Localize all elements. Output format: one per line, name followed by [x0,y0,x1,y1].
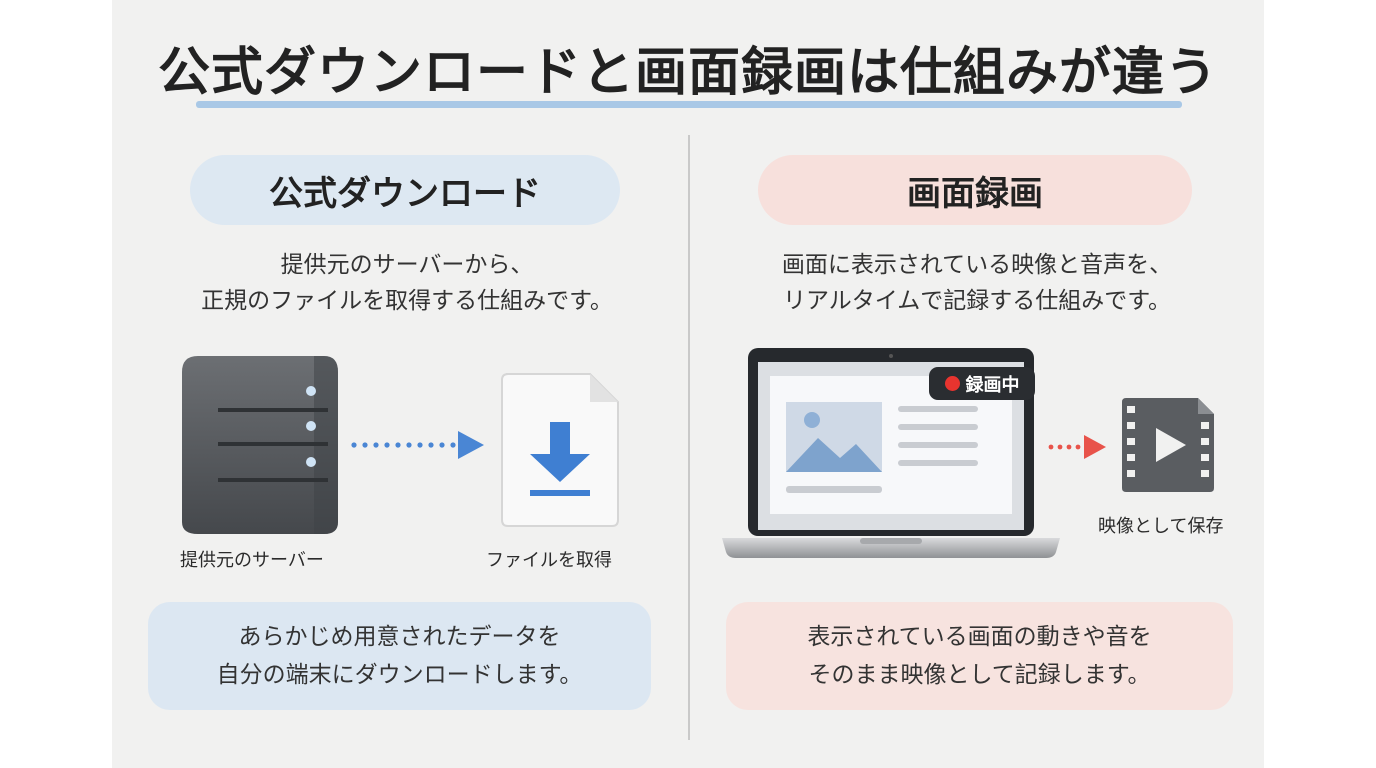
recording-description: 画面に表示されている映像と音声を、 リアルタイムで記録する仕組みです。 [732,247,1222,319]
video-file-icon [1122,398,1214,492]
download-file-icon [501,373,619,527]
recording-summary-line-1: 表示されている画面の動きや音を [807,624,1152,650]
download-summary-box: あらかじめ用意されたデータを 自分の端末にダウンロードします。 [148,602,651,710]
download-description-line-1: 提供元のサーバーから、 [280,252,534,278]
download-heading: 公式ダウンロード [269,173,541,214]
recording-dot-icon [944,376,960,391]
recording-heading: 画面録画 [907,173,1043,214]
recording-badge: 録画中 [929,367,1035,400]
recording-badge-label: 録画中 [965,374,1020,396]
download-summary-line-1: あらかじめ用意されたデータを [238,624,561,650]
download-heading-pill: 公式ダウンロード [190,155,620,225]
center-divider [688,135,690,740]
recording-description-line-2: リアルタイムで記録する仕組みです。 [782,288,1171,314]
page-title: 公式ダウンロードと画面録画は仕組みが違う [157,43,1218,103]
infographic-canvas: 公式ダウンロードと画面録画は仕組みが違う 公式ダウンロード 提供元のサーバーから… [112,0,1264,768]
download-description-line-2: 正規のファイルを取得する仕組みです。 [201,288,613,314]
file-caption: ファイルを取得 [486,550,612,571]
recording-summary-line-2: そのまま映像として記録します。 [808,662,1151,688]
title-underline [196,101,1182,108]
download-summary-line-2: 自分の端末にダウンロードします。 [216,662,583,688]
server-caption: 提供元のサーバー [180,550,324,571]
recording-summary-box: 表示されている画面の動きや音を そのまま映像として記録します。 [726,602,1233,710]
download-description: 提供元のサーバーから、 正規のファイルを取得する仕組みです。 [172,247,642,319]
video-caption: 映像として保存 [1098,516,1224,537]
recording-description-line-1: 画面に表示されている映像と音声を、 [781,252,1173,278]
recording-heading-pill: 画面録画 [758,155,1192,225]
dotted-arrow-icon [1048,435,1106,459]
dotted-arrow-icon [351,431,484,459]
server-icon [182,356,338,534]
